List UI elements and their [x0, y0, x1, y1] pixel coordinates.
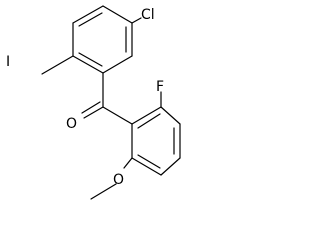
- bond-carbonyl-to-ring: [102, 106, 133, 125]
- bond: [102, 5, 133, 24]
- carbonyl-double-bond: [83, 106, 104, 119]
- double-bond-inner: [78, 52, 103, 67]
- bond: [102, 55, 133, 74]
- bond-ring-to-methoxy-oxygen: [123, 157, 133, 169]
- upper-aromatic-ring: [72, 5, 133, 74]
- bond-oxygen-to-methyl: [90, 183, 117, 200]
- double-bond-inner: [137, 113, 161, 129]
- atom-label-fluorine: F: [156, 79, 164, 95]
- lower-aromatic-ring: [131, 106, 181, 176]
- atom-label-methoxy-oxygen: O: [113, 172, 124, 188]
- carbonyl-double-bond: [81, 101, 101, 114]
- double-bond-inner: [78, 12, 103, 27]
- atom-label-carbonyl-oxygen: O: [66, 116, 77, 132]
- chemical-structure-diagram: Cl I O F O: [6, 5, 181, 200]
- bond: [72, 5, 104, 24]
- double-bond-inner: [137, 154, 161, 169]
- bond: [131, 106, 162, 125]
- bond: [131, 157, 162, 176]
- bond: [160, 106, 181, 125]
- atom-label-iodine: I: [6, 54, 10, 70]
- bond-to-chlorine: [131, 17, 142, 24]
- bond: [72, 55, 104, 74]
- bond: [160, 157, 181, 176]
- bond-to-iodine: [41, 55, 74, 75]
- atom-label-chlorine: Cl: [141, 7, 155, 23]
